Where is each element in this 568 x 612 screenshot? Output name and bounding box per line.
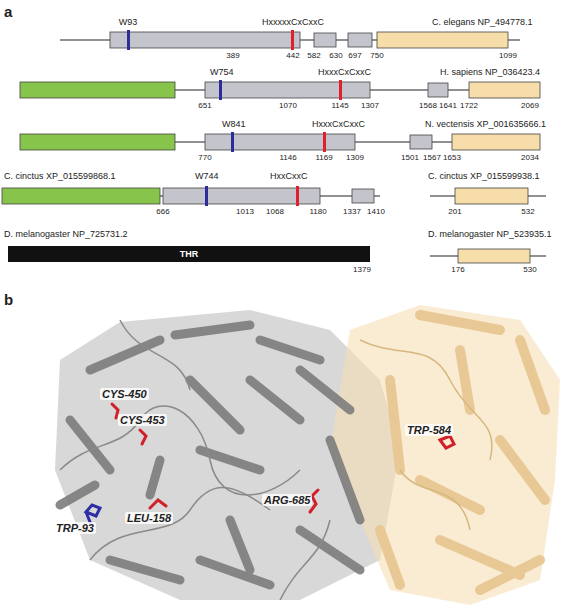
residue-number: 1568	[419, 102, 437, 111]
residue-label: LEU-158	[125, 512, 173, 524]
tryptophan-label: W744	[195, 172, 219, 182]
sequence-name: N. vectensis XP_001635666.1	[425, 120, 546, 130]
motif-label: HxxCxxC	[270, 172, 308, 182]
residue-number: 1653	[443, 154, 461, 163]
residue-label: TRP-584	[405, 424, 453, 436]
domain-maps	[2, 30, 546, 263]
sequence-name: C. cinctus XP_015599868.1	[4, 172, 116, 182]
residue-label: ARG-685	[262, 494, 312, 506]
residue-number: 651	[198, 102, 211, 111]
panel-letter: b	[4, 292, 13, 309]
residue-number: 442	[286, 52, 299, 61]
sequence-name: C. elegans NP_494778.1	[432, 18, 533, 28]
residue-number: 1070	[279, 102, 297, 111]
residue-number: 532	[521, 208, 534, 217]
residue-number: 666	[156, 208, 169, 217]
residue-number: 1013	[236, 208, 254, 217]
panel-letter: a	[4, 4, 12, 21]
residue-number: 630	[329, 52, 342, 61]
residue-number: 1180	[309, 208, 326, 217]
residue-number: 750	[370, 52, 383, 61]
residue-number: 770	[198, 154, 211, 163]
sequence-name: H. sapiens NP_036423.4	[440, 68, 540, 78]
tryptophan-label: W841	[222, 120, 246, 130]
residue-label: CYS-453	[118, 414, 167, 426]
residue-number: 1307	[361, 102, 379, 111]
domain-bar: THR	[8, 246, 370, 262]
residue-number: 530	[523, 266, 536, 275]
residue-number: 1169	[315, 154, 332, 163]
sequence-name: C. cinctus XP_015599938.1	[428, 172, 540, 182]
residue-number: 1379	[353, 266, 371, 275]
tryptophan-label: W93	[119, 18, 138, 28]
residue-number: 1641	[439, 102, 457, 111]
motif-label: HxxxxxCxCxxC	[262, 18, 324, 28]
residue-number: 1099	[499, 52, 517, 61]
residue-number: 1722	[460, 102, 478, 111]
residue-number: 201	[448, 208, 461, 217]
tryptophan-label: W754	[210, 68, 234, 78]
residue-number: 1068	[266, 208, 284, 217]
protein-structure	[55, 305, 560, 605]
residue-number: 1309	[346, 154, 364, 163]
domain-label: THR	[180, 249, 199, 259]
residue-number: 1146	[279, 154, 296, 163]
residue-number: 389	[226, 52, 239, 61]
residue-number: 176	[451, 266, 464, 275]
motif-label: HxxxCxCxxC	[312, 120, 365, 130]
residue-number: 1567	[423, 154, 441, 163]
sequence-name: D. melanogaster NP_523935.1	[428, 230, 552, 240]
residue-number: 1410	[367, 208, 385, 217]
sequence-name: D. melanogaster NP_725731.2	[4, 230, 128, 240]
residue-number: 2034	[521, 154, 539, 163]
residue-label: CYS-450	[100, 388, 149, 400]
residue-number: 1337	[343, 208, 361, 217]
residue-label: TRP-93	[54, 522, 96, 534]
motif-label: HxxxCxCxxC	[318, 68, 371, 78]
residue-number: 1501	[401, 154, 419, 163]
residue-number: 1145	[331, 102, 348, 111]
residue-number: 582	[307, 52, 320, 61]
residue-number: 697	[348, 52, 361, 61]
residue-number: 2069	[521, 102, 539, 111]
